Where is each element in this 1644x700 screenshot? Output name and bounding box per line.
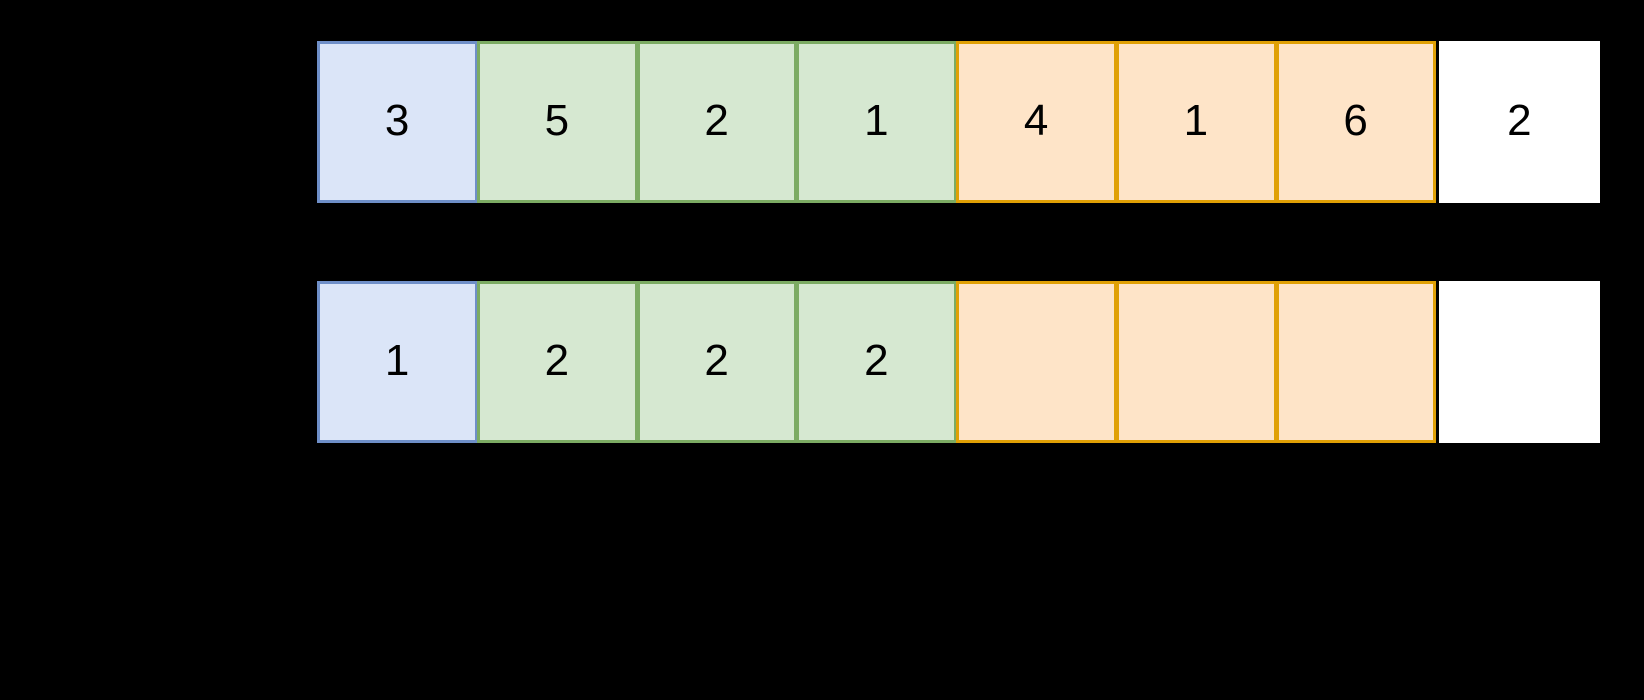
cell-value: 2 [1507,96,1533,145]
array-cell[interactable]: 1 [1115,41,1277,203]
array-row-bottom: 1 2 2 2 [317,281,1600,443]
array-row-top: 3 5 2 1 4 1 6 2 [317,41,1600,203]
cell-value: 2 [544,336,570,385]
array-cell[interactable] [956,281,1117,443]
cell-value: 6 [1343,96,1369,145]
cell-value: 1 [384,336,410,385]
array-cell[interactable]: 3 [317,41,478,203]
array-cell[interactable]: 1 [317,281,478,443]
array-cell[interactable]: 2 [636,281,798,443]
array-cell[interactable] [1275,281,1437,443]
array-cell[interactable]: 6 [1275,41,1437,203]
cell-value: 1 [864,96,890,145]
cell-value: 1 [1183,96,1209,145]
array-cell[interactable]: 2 [796,281,957,443]
array-cell[interactable]: 1 [796,41,957,203]
array-cell[interactable]: 4 [956,41,1117,203]
cell-value: 2 [704,96,730,145]
cell-value: 2 [704,336,730,385]
array-cell[interactable]: 5 [476,41,638,203]
cell-value: 2 [864,336,890,385]
cell-value: 3 [384,96,410,145]
array-cell[interactable]: 2 [636,41,798,203]
array-cell[interactable]: 2 [1439,41,1600,203]
cell-value: 5 [544,96,570,145]
array-cell[interactable] [1115,281,1277,443]
cell-value: 4 [1023,96,1049,145]
array-cell[interactable] [1439,281,1600,443]
array-cell[interactable]: 2 [476,281,638,443]
